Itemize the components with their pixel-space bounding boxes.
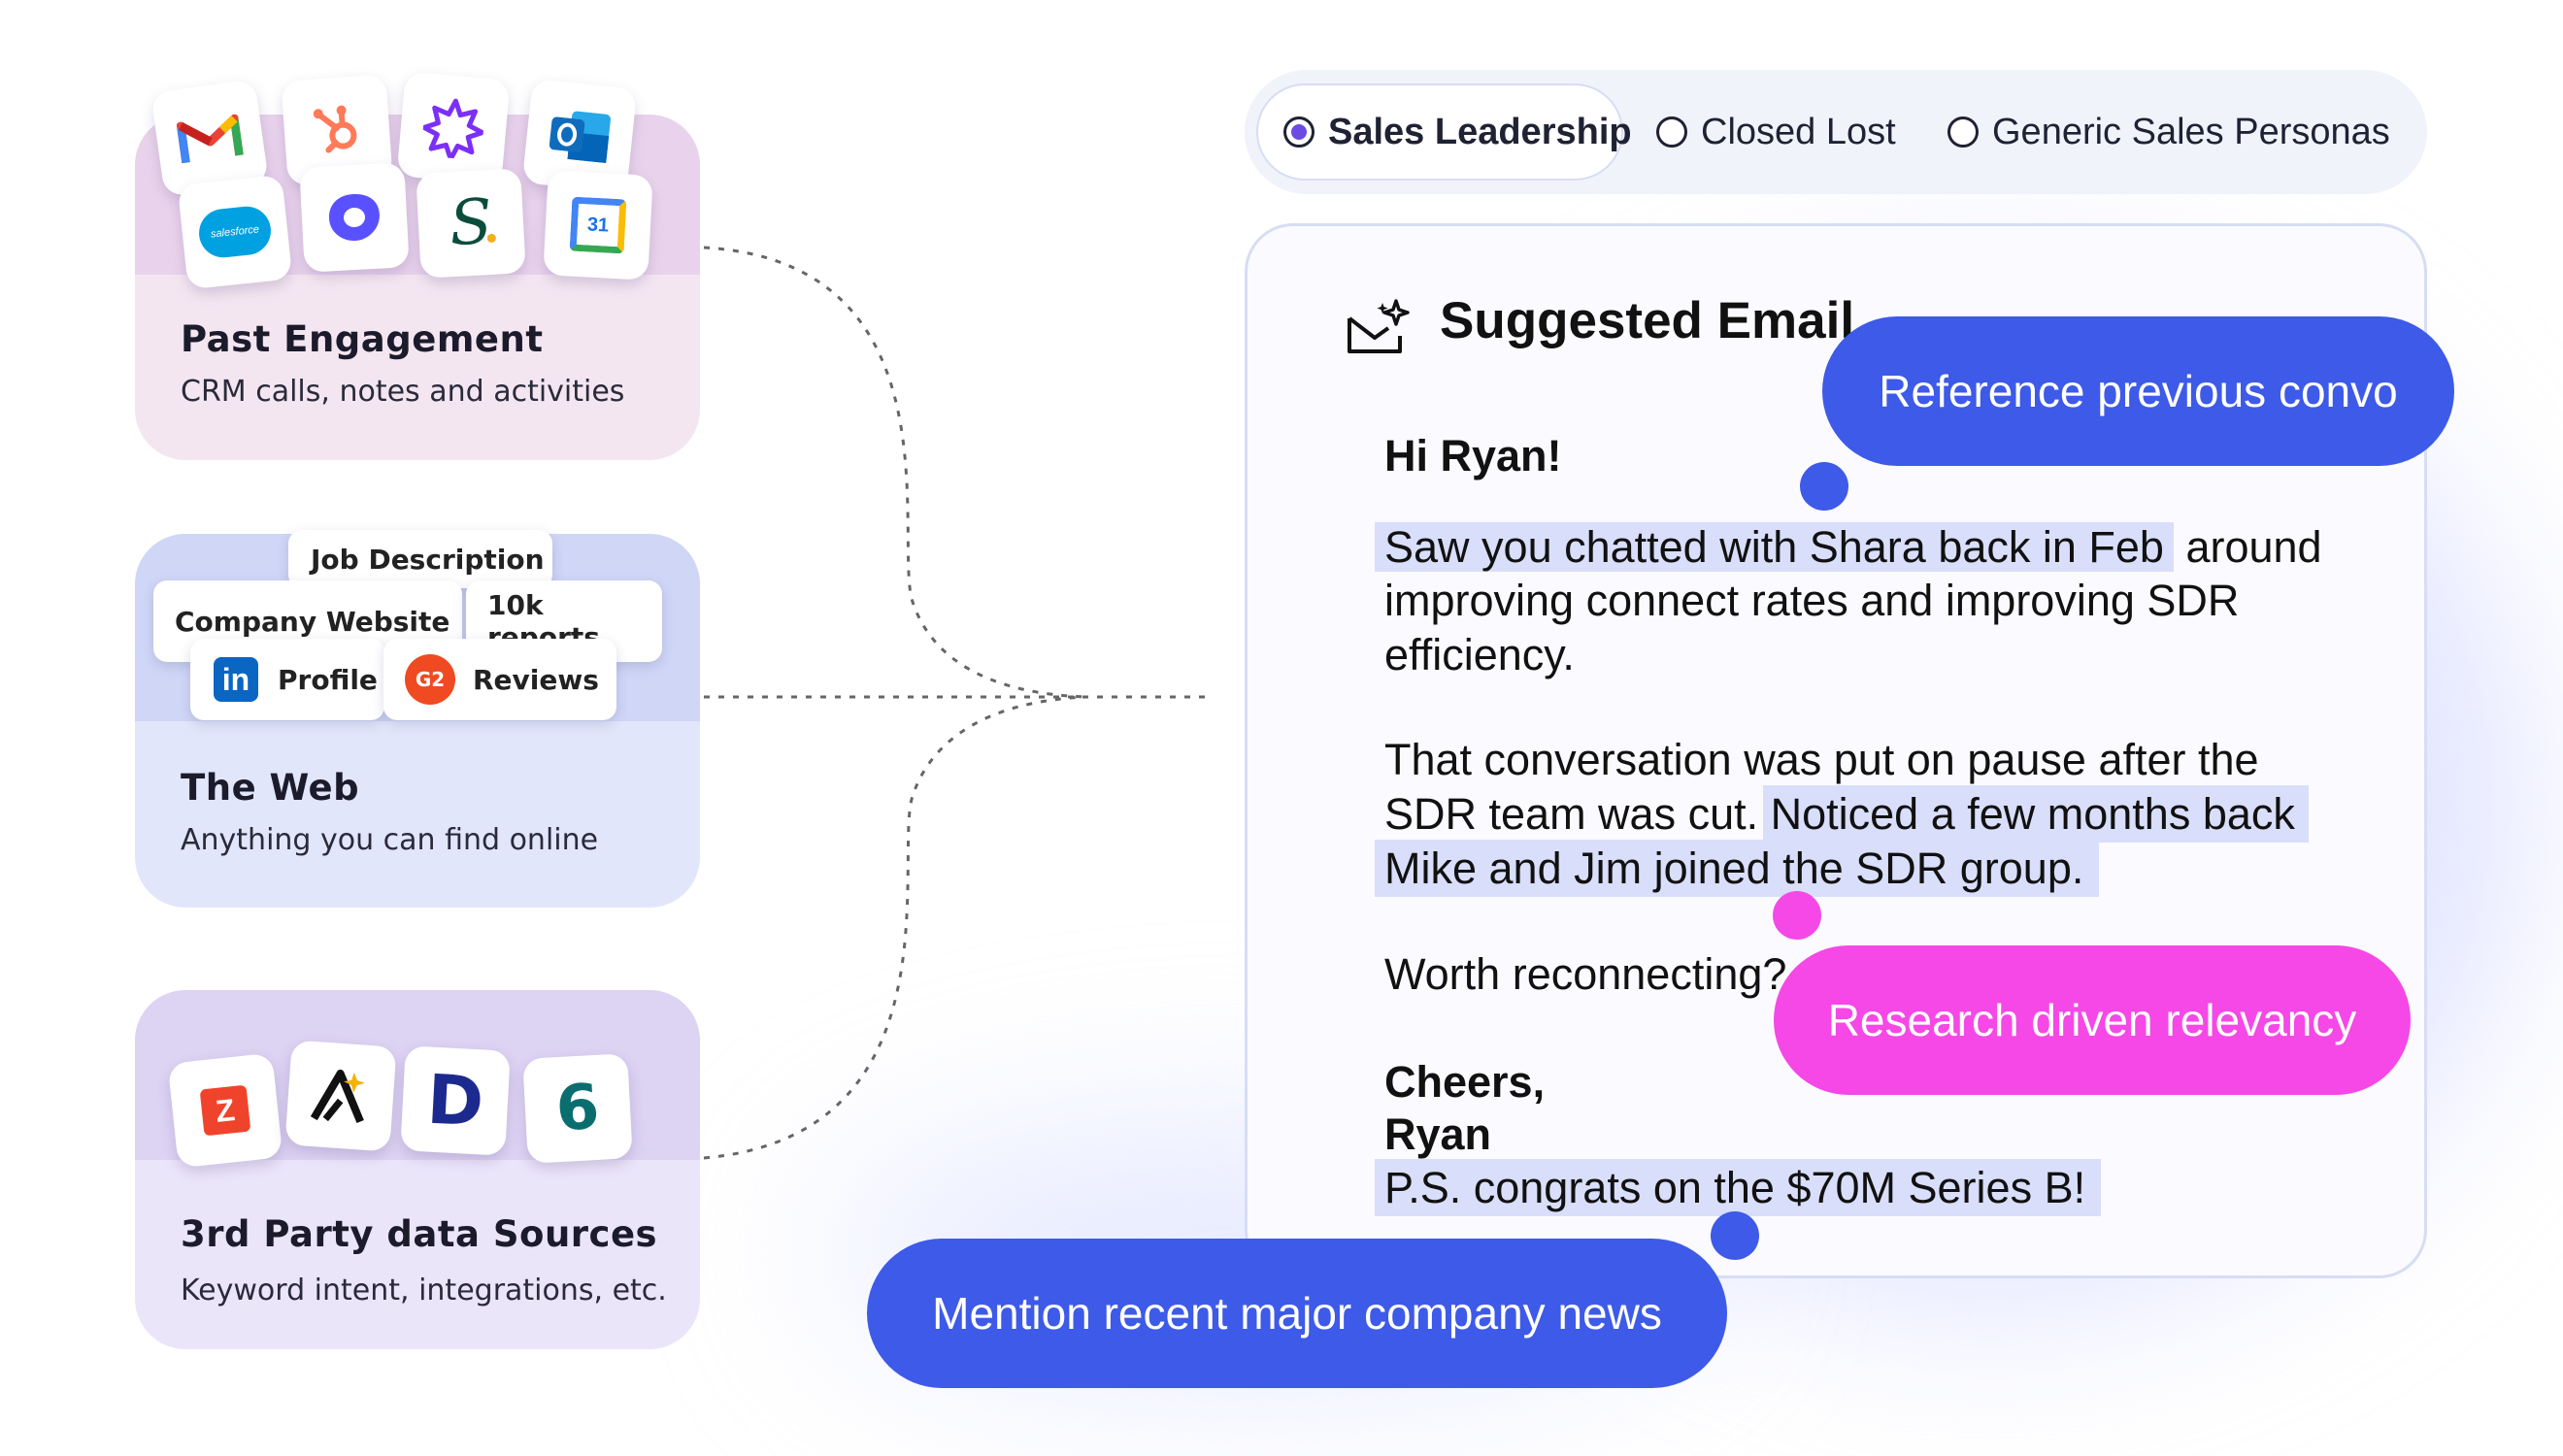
starburst-icon: [396, 71, 511, 185]
s-logo-icon: S: [416, 168, 526, 279]
suggested-email-title: Suggested Email: [1440, 292, 1855, 349]
apollo-icon: [284, 1040, 397, 1152]
6sense-mark: 6: [553, 1071, 602, 1146]
outlook-icon: [521, 78, 638, 194]
radio-unselected-icon: [1947, 116, 1979, 148]
d-logo-icon: D: [400, 1045, 511, 1156]
job-description-chip: Job Description: [288, 530, 552, 588]
google-calendar-icon: 31: [543, 170, 653, 281]
callout-dot-blue: [1800, 462, 1848, 511]
callout-major-company-news: Mention recent major company news: [867, 1239, 1727, 1388]
web-title: The Web: [181, 767, 360, 809]
email-highlight-research-2: Mike and Jim joined the SDR group.: [1375, 840, 2100, 897]
reviews-chip: G2 Reviews: [383, 639, 616, 720]
persona-label-sales-leadership: Sales Leadership: [1328, 111, 1632, 152]
persona-label-generic-sales: Generic Sales Personas: [1992, 111, 2390, 152]
radio-unselected-icon: [1656, 116, 1687, 148]
third-party-subtitle: Keyword intent, integrations, etc.: [181, 1274, 667, 1307]
profile-label: Profile: [278, 663, 378, 696]
web-subtitle: Anything you can find online: [181, 823, 599, 857]
email-paragraph-2-line-1: That conversation was put on pause after…: [1384, 735, 2259, 784]
email-highlight-previous-convo: Saw you chatted with Shara back in Feb: [1375, 522, 2174, 572]
email-paragraph-1-line-1: Saw you chatted with Shara back in Feb a…: [1375, 520, 2322, 575]
persona-option-sales-leadership[interactable]: Sales Leadership: [1283, 83, 1632, 181]
email-signoff-name: Ryan: [1384, 1109, 1492, 1159]
zoominfo-icon: Z: [167, 1052, 283, 1169]
past-engagement-subtitle: CRM calls, notes and activities: [181, 375, 625, 409]
third-party-card: 3rd Party data Sources Keyword intent, i…: [135, 990, 700, 1349]
zoominfo-letter: Z: [199, 1084, 251, 1137]
email-text: around: [2173, 522, 2322, 572]
linkedin-icon: in: [214, 657, 258, 702]
email-highlight-research: Noticed a few months back: [1762, 785, 2309, 843]
s-logo-dot: [486, 233, 497, 244]
persona-option-generic-sales[interactable]: Generic Sales Personas: [1947, 83, 2390, 181]
callout-dot-blue: [1711, 1211, 1759, 1260]
persona-label-closed-lost: Closed Lost: [1701, 111, 1896, 152]
g2-icon: G2: [405, 654, 455, 705]
job-description-label: Job Description: [311, 543, 545, 576]
hubspot-icon: [281, 74, 393, 186]
calendar-day: 31: [569, 196, 627, 254]
email-signoff-cheers: Cheers,: [1384, 1057, 1546, 1107]
salesforce-wordmark: salesforce: [196, 204, 274, 260]
callout-reference-previous-convo: Reference previous convo: [1822, 316, 2454, 466]
s-logo-letter: S: [448, 185, 494, 261]
past-engagement-title: Past Engagement: [181, 318, 544, 360]
reviews-label: Reviews: [473, 663, 599, 696]
persona-option-closed-lost[interactable]: Closed Lost: [1656, 83, 1896, 181]
third-party-title: 3rd Party data Sources: [181, 1213, 658, 1255]
email-greeting: Hi Ryan!: [1384, 431, 1562, 480]
outreach-icon: [299, 162, 410, 273]
email-text: SDR team was cut.: [1384, 789, 1771, 839]
d-logo-letter: D: [424, 1059, 486, 1142]
radio-selected-icon: [1283, 116, 1315, 148]
email-paragraph-3: Worth reconnecting?: [1384, 949, 1787, 999]
6sense-icon: 6: [522, 1053, 633, 1164]
gmail-icon: [150, 79, 269, 197]
salesforce-icon: salesforce: [177, 174, 293, 290]
email-paragraph-2-line-3: Mike and Jim joined the SDR group.: [1375, 840, 2100, 897]
callout-research-driven-relevancy: Research driven relevancy: [1774, 945, 2411, 1095]
company-website-label: Company Website: [175, 605, 450, 638]
callout-dot-magenta: [1773, 891, 1821, 940]
email-paragraph-1-line-2: improving connect rates and improving SD…: [1384, 576, 2240, 625]
profile-chip: in Profile: [190, 639, 384, 720]
sparkle-mail-icon: [1348, 299, 1410, 353]
email-ps-line: P.S. congrats on the $70M Series B!: [1375, 1159, 2102, 1216]
email-highlight-news: P.S. congrats on the $70M Series B!: [1375, 1159, 2102, 1216]
email-paragraph-2-line-2: SDR team was cut. Noticed a few months b…: [1384, 785, 2309, 843]
persona-selected-pill: [1256, 83, 1623, 181]
email-paragraph-1-line-3: efficiency.: [1384, 630, 1575, 679]
